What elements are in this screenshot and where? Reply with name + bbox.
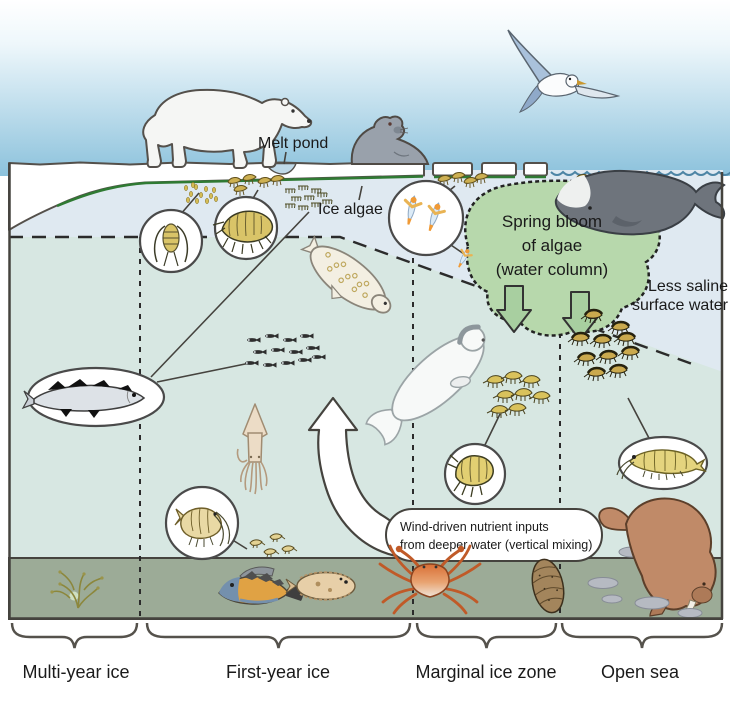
krill-magnifier	[616, 435, 709, 491]
diagram-border	[8, 163, 724, 620]
flatfish-illustration	[285, 571, 356, 601]
amphipod-magnifier	[443, 442, 507, 506]
copepod-magnifier	[138, 208, 204, 274]
shrimp-magnifier	[164, 485, 240, 561]
bloom-sinking-arrow	[496, 285, 532, 333]
zone-braces	[10, 622, 724, 649]
ice-floe	[432, 162, 473, 177]
pointer-lines	[179, 151, 363, 216]
spring-bloom-label-line2: of algae	[522, 236, 583, 255]
bloom-sinking-arrow	[562, 291, 598, 341]
beluga-whale-illustration	[365, 324, 486, 446]
sculpin-fish-illustration	[218, 566, 304, 605]
kittiwake-bird-illustration	[507, 29, 621, 113]
crab-illustration	[378, 544, 482, 615]
spring-bloom-label-line3: (water column)	[496, 260, 608, 279]
zone-label-first-year-ice: First-year ice	[226, 662, 330, 682]
ice-floe	[481, 162, 517, 177]
bryozoan-illustration	[50, 570, 104, 609]
bearded-seal-illustration	[350, 115, 430, 165]
zone-label-marginal-ice-zone: Marginal ice zone	[415, 662, 556, 682]
mussel-illustration	[531, 558, 565, 614]
squid-illustration	[236, 403, 268, 495]
polar-bear-illustration	[142, 88, 313, 169]
melt-pond-label: Melt pond	[258, 135, 328, 152]
ice-floe	[523, 162, 548, 177]
less-saline-label-line1: Less saline	[648, 278, 728, 295]
nutrient-bubble-line2: from deeper water (vertical mixing)	[400, 538, 592, 552]
walrus-illustration	[587, 497, 717, 619]
bowhead-whale-illustration	[554, 169, 726, 236]
sea-angel-magnifier	[387, 179, 465, 257]
less-saline-label-line2: surface water	[632, 297, 729, 314]
ice-algae-label: Ice algae	[318, 201, 383, 218]
seafloor-band	[8, 557, 723, 620]
zone-label-open-sea: Open sea	[601, 662, 680, 682]
zone-label-multi-year-ice: Multi-year ice	[22, 662, 129, 682]
under-ice-copepod-dots	[184, 182, 218, 204]
ringed-seal-illustration	[299, 234, 392, 314]
spring-bloom-label-line1: Spring bloom	[502, 212, 602, 231]
ice-amphipod-magnifier	[212, 195, 279, 261]
nutrient-bubble	[385, 508, 603, 562]
nutrient-bubble-line1: Wind-driven nutrient inputs	[400, 520, 549, 534]
polar-cod-magnifier	[21, 366, 166, 428]
